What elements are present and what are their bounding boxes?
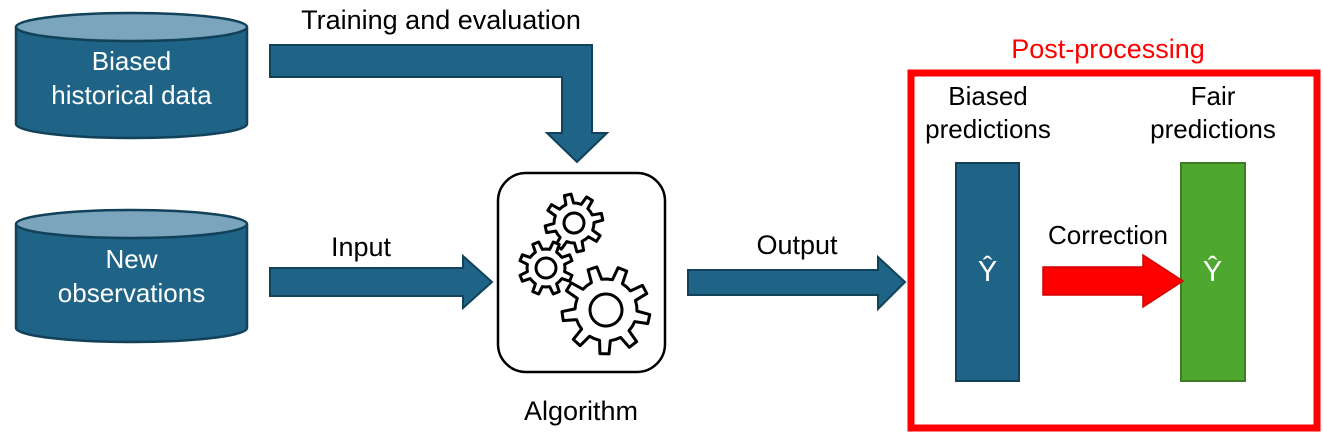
- fair-predictions-bar: [1180, 162, 1246, 382]
- biased-predictions-symbol: Ŷ: [977, 255, 998, 288]
- database-new-observations: [14, 208, 249, 344]
- new-observations-label: New observations: [16, 242, 247, 310]
- fair-predictions-symbol: Ŷ: [1202, 255, 1223, 288]
- label-line: historical data: [51, 80, 212, 110]
- biased-historical-data-label: Biased historical data: [16, 44, 247, 112]
- correction-arrow: [1042, 253, 1185, 309]
- training-elbow-arrow: [269, 44, 610, 164]
- cylinder-top: [14, 208, 249, 240]
- input-arrow-label: Input: [330, 232, 392, 262]
- cylinder-top: [14, 11, 249, 43]
- label-line: Fair: [1190, 81, 1236, 111]
- post-processing-title: Post-processing: [1011, 34, 1205, 64]
- algorithm-label: Algorithm: [523, 396, 639, 426]
- label-line: New: [105, 244, 158, 274]
- output-arrow-label: Output: [756, 230, 838, 260]
- input-arrow: [269, 253, 494, 311]
- label-line: predictions: [925, 114, 1051, 144]
- label-line: predictions: [1150, 114, 1276, 144]
- database-biased-historical-data: [14, 11, 249, 140]
- fair-predictions-label: Fair predictions: [1150, 80, 1276, 146]
- label-line: observations: [57, 278, 206, 308]
- label-line: Biased: [91, 46, 172, 76]
- label-line: Biased: [948, 81, 1028, 111]
- gear-shape: [518, 240, 574, 296]
- correction-label: Correction: [1048, 220, 1168, 250]
- gears-icon: [518, 192, 652, 356]
- output-arrow: [687, 254, 907, 312]
- gear-shape: [543, 192, 605, 254]
- gear-shape: [560, 265, 652, 356]
- biased-predictions-label: Biased predictions: [925, 80, 1051, 146]
- training-arrow-label: Training and evaluation: [301, 5, 581, 35]
- post-processing-frame: [907, 69, 1321, 432]
- biased-predictions-bar: [955, 162, 1020, 382]
